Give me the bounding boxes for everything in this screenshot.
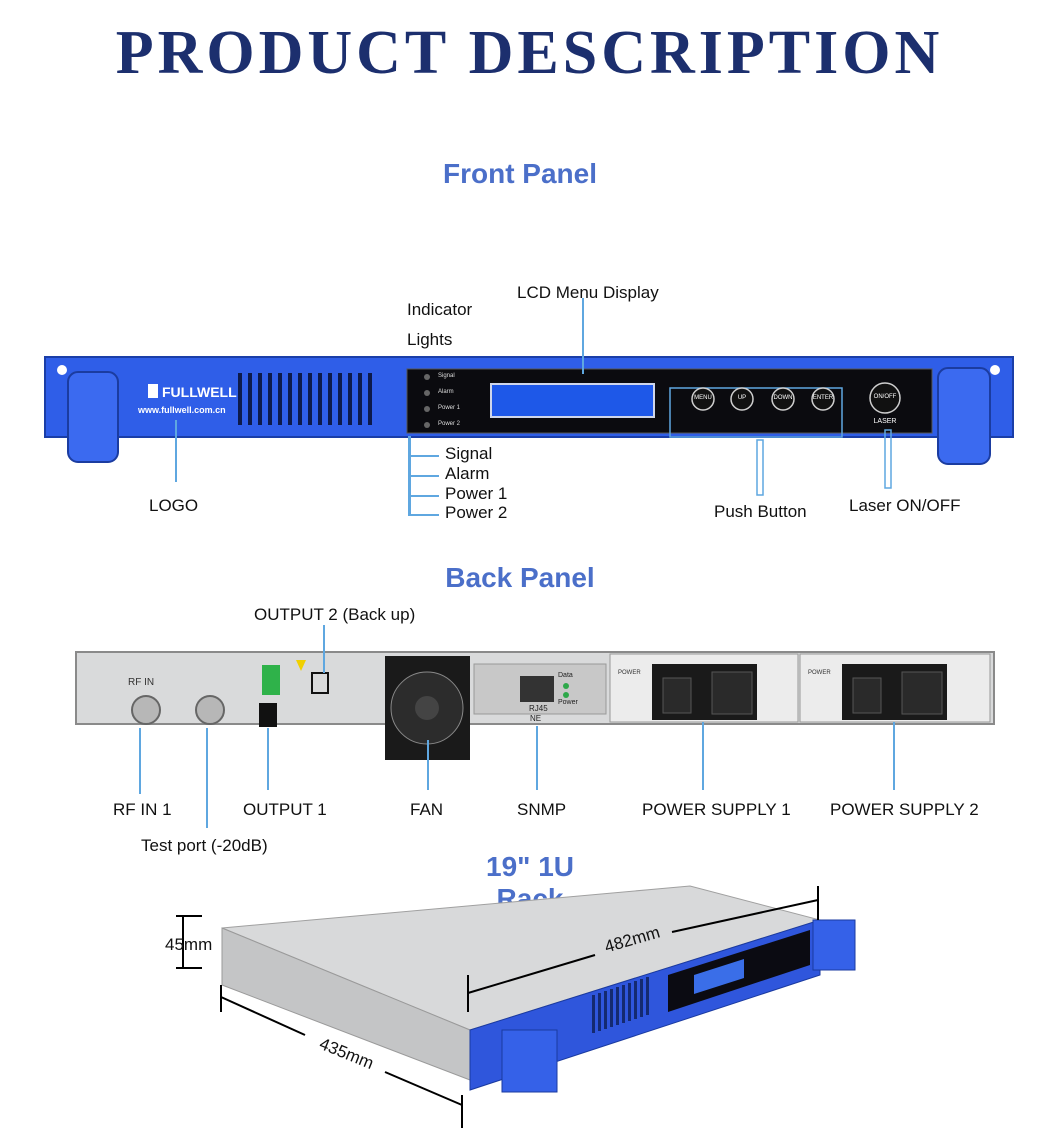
down-button[interactable]: DOWN (773, 395, 793, 401)
laser-callout: Laser ON/OFF (849, 496, 961, 515)
left-handle (67, 371, 119, 463)
height-dimension: 45mm (165, 935, 213, 954)
rf-in-callout: RF IN 1 (113, 800, 172, 819)
indicator-label-2: Lights (407, 330, 453, 349)
sc-connector (262, 665, 280, 695)
on-off-button[interactable]: ON/OFF (873, 394, 897, 400)
rj45-port (520, 676, 554, 702)
power-print-2: POWER (808, 670, 831, 676)
snmp-callout: SNMP (517, 800, 567, 819)
ps2-callout: POWER SUPPLY 2 (830, 800, 979, 819)
power1-callout: Power 1 (445, 484, 508, 503)
brand-logo: FULLWELL (162, 384, 237, 400)
laser-print: LASER (873, 418, 897, 425)
power-print: Power (558, 699, 578, 706)
back-panel-heading: Back Panel (445, 562, 595, 593)
ne-print: NE (530, 714, 542, 723)
logo-callout: LOGO (149, 496, 199, 515)
page-title: PRODUCT DESCRIPTION (115, 19, 944, 87)
lcd-display (490, 383, 655, 418)
signal-callout: Signal (445, 444, 493, 463)
rj45-print: RJ45 (529, 704, 548, 713)
rack-handle-left (501, 1029, 558, 1093)
fan-callout: FAN (410, 800, 444, 819)
push-button-callout: Push Button (714, 502, 807, 521)
front-panel-heading: Front Panel (442, 158, 597, 189)
alarm-callout: Alarm (445, 464, 490, 483)
output2-callout: OUTPUT 2 (Back up) (254, 605, 416, 624)
led-signal: Signal (438, 373, 455, 379)
led-alarm: Alarm (438, 389, 454, 395)
output1-callout: OUTPUT 1 (243, 800, 327, 819)
power2-callout: Power 2 (445, 503, 508, 522)
led-power2: Power 2 (438, 421, 461, 427)
rack-handle-right (812, 919, 856, 971)
ps1-callout: POWER SUPPLY 1 (642, 800, 791, 819)
data-print: Data (558, 672, 573, 679)
indicator-label: Indicator (407, 300, 473, 319)
right-handle (937, 367, 991, 465)
lcd-label: LCD Menu Display (517, 283, 659, 302)
rf-in-print: RF IN (128, 677, 155, 688)
up-button[interactable]: UP (737, 395, 747, 401)
test-port-callout: Test port (-20dB) (141, 836, 268, 855)
enter-button[interactable]: ENTER (812, 395, 834, 401)
led-power1: Power 1 (438, 405, 461, 411)
menu-button[interactable]: MENU (694, 395, 712, 401)
power-print-1: POWER (618, 670, 641, 676)
brand-url: www.fullwell.com.cn (138, 405, 226, 415)
